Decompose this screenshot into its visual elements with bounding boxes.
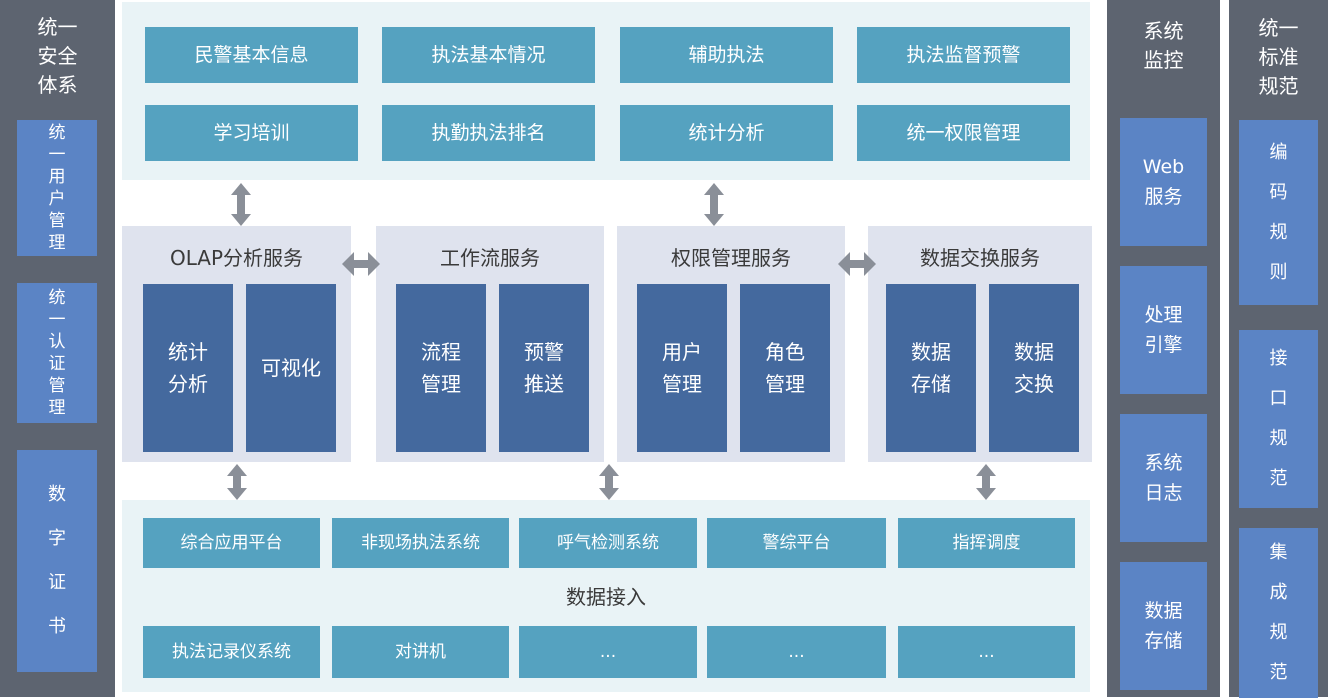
service-box-data-storage: 数据 存储 bbox=[886, 284, 976, 452]
application-zone: 民警基本信息 执法基本情况 辅助执法 执法监督预警 学习培训 执勤执法排名 统计… bbox=[122, 2, 1090, 180]
monitor-item-processing-engine: 处理 引擎 bbox=[1120, 266, 1207, 394]
app-box-enforcement-basics: 执法基本情况 bbox=[382, 27, 595, 83]
source-box-body-camera-system: 执法记录仪系统 bbox=[143, 626, 320, 678]
standards-sidebar-title: 统一 标准 规范 bbox=[1258, 15, 1299, 98]
system-monitor-sidebar: 系统 监控 Web 服务 处理 引擎 系统 日志 数据 存储 bbox=[1107, 0, 1220, 697]
data-access-label: 数据接入 bbox=[566, 584, 646, 609]
panel-permission-service: 权限管理服务 用户 管理 角色 管理 bbox=[617, 226, 845, 462]
panel-data-exchange-title: 数据交换服务 bbox=[920, 245, 1040, 270]
app-box-statistical-analysis: 统计分析 bbox=[620, 105, 833, 161]
double-arrow-vertical-icon bbox=[231, 183, 251, 226]
service-box-process-management: 流程 管理 bbox=[396, 284, 486, 452]
service-box-role-management: 角色 管理 bbox=[740, 284, 830, 452]
panel-data-exchange-service: 数据交换服务 数据 存储 数据 交换 bbox=[868, 226, 1092, 462]
source-box-integrated-platform: 综合应用平台 bbox=[143, 518, 320, 568]
service-box-statistical-analysis: 统计 分析 bbox=[143, 284, 233, 452]
security-sidebar: 统一 安全 体系 统 一 用 户 管 理 统 一 认 证 管 理 数 字 证 书 bbox=[0, 0, 115, 697]
panel-olap-service: OLAP分析服务 统计 分析 可视化 bbox=[122, 226, 351, 462]
sidebar-item-unified-user-management: 统 一 用 户 管 理 bbox=[17, 120, 97, 256]
monitor-item-web-service: Web 服务 bbox=[1120, 118, 1207, 246]
source-box-breath-test-system: 呼气检测系统 bbox=[519, 518, 697, 568]
double-arrow-vertical-icon bbox=[599, 464, 619, 500]
service-box-warning-push: 预警 推送 bbox=[499, 284, 589, 452]
app-box-police-basic-info: 民警基本信息 bbox=[145, 27, 358, 83]
service-box-data-exchange: 数据 交换 bbox=[989, 284, 1079, 452]
panel-workflow-title: 工作流服务 bbox=[440, 245, 540, 270]
panel-workflow-service: 工作流服务 流程 管理 预警 推送 bbox=[376, 226, 604, 462]
system-monitor-title: 系统 监控 bbox=[1143, 19, 1184, 72]
monitor-item-data-storage: 数据 存储 bbox=[1120, 562, 1207, 690]
source-box-ellipsis-1: ... bbox=[519, 626, 697, 678]
source-box-ellipsis-2: ... bbox=[707, 626, 886, 678]
double-arrow-vertical-icon bbox=[976, 464, 996, 500]
app-box-auxiliary-enforcement: 辅助执法 bbox=[620, 27, 833, 83]
app-box-learning-training: 学习培训 bbox=[145, 105, 358, 161]
standards-sidebar: 统一 标准 规范 编 码 规 则 接 口 规 范 集 成 规 范 bbox=[1229, 0, 1328, 698]
source-box-command-dispatch: 指挥调度 bbox=[898, 518, 1075, 568]
app-box-unified-permission: 统一权限管理 bbox=[857, 105, 1070, 161]
service-box-visualization: 可视化 bbox=[246, 284, 336, 452]
app-box-supervision-warning: 执法监督预警 bbox=[857, 27, 1070, 83]
sidebar-item-digital-certificate: 数 字 证 书 bbox=[17, 450, 97, 672]
standards-item-coding-rules: 编 码 规 则 bbox=[1239, 120, 1318, 305]
double-arrow-horizontal-icon bbox=[838, 252, 876, 276]
source-box-offsite-enforcement: 非现场执法系统 bbox=[332, 518, 509, 568]
source-box-police-platform: 警综平台 bbox=[707, 518, 886, 568]
source-box-ellipsis-3: ... bbox=[898, 626, 1075, 678]
monitor-item-system-log: 系统 日志 bbox=[1120, 414, 1207, 542]
panel-olap-title: OLAP分析服务 bbox=[169, 245, 304, 270]
app-box-duty-ranking: 执勤执法排名 bbox=[382, 105, 595, 161]
standards-item-integration-specification: 集 成 规 范 bbox=[1239, 528, 1318, 698]
panel-permission-title: 权限管理服务 bbox=[671, 245, 791, 270]
security-sidebar-title: 统一 安全 体系 bbox=[37, 14, 78, 97]
service-box-user-management: 用户 管理 bbox=[637, 284, 727, 452]
double-arrow-horizontal-icon bbox=[342, 252, 380, 276]
sidebar-item-unified-auth-management: 统 一 认 证 管 理 bbox=[17, 283, 97, 423]
source-box-intercom: 对讲机 bbox=[332, 626, 509, 678]
double-arrow-vertical-icon bbox=[227, 464, 247, 500]
standards-item-interface-specification: 接 口 规 范 bbox=[1239, 330, 1318, 508]
data-access-zone: 综合应用平台 非现场执法系统 呼气检测系统 警综平台 指挥调度 数据接入 执法记… bbox=[122, 500, 1090, 692]
double-arrow-vertical-icon bbox=[704, 183, 724, 226]
